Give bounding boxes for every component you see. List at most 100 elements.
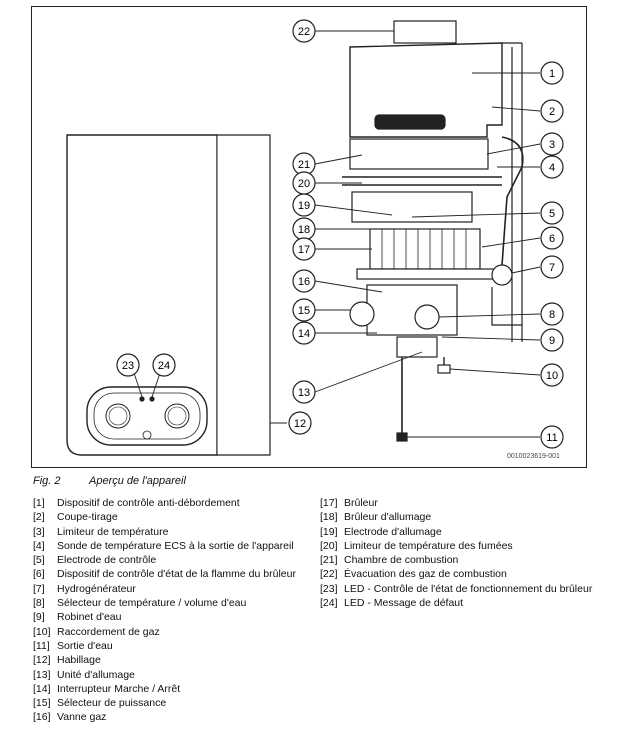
legend-text: LED - Message de défaut [344, 597, 464, 610]
legend-key: [7] [33, 582, 45, 595]
knob-left [105, 403, 131, 429]
legend-key: [9] [33, 611, 45, 624]
callout-label: 7 [549, 262, 555, 274]
legend-left-column: [1] Dispositif de contrôle anti-débordeme… [33, 496, 296, 725]
legend-text: Vanne gaz [57, 711, 107, 724]
legend-key: [1] [33, 497, 45, 509]
legend-text: Limiteur de température [57, 525, 169, 538]
legend-item: [3] Limiteur de température [33, 525, 296, 539]
legend-key: [16] [33, 711, 51, 724]
callout-label: 19 [298, 200, 310, 212]
legend-key: [5] [33, 554, 45, 567]
legend-text: Limiteur de température des fumées [344, 539, 513, 552]
legend-right-column: [17]Brûleur[18]Brûleur d'allumage[19] Ele… [320, 496, 592, 610]
legend-text: Raccordement de gaz [57, 625, 160, 638]
callout-label: 13 [298, 387, 310, 399]
callout-24: 24 [152, 353, 176, 377]
callout-label: 16 [298, 276, 310, 288]
legend-text: Brûleur d'allumage [344, 511, 432, 524]
legend-item: [12]Habillage [33, 653, 296, 667]
legend-item: [6]Dispositif de contrôle d'état de la f… [33, 567, 296, 581]
callout-label: 18 [298, 224, 310, 236]
knob-right [164, 403, 190, 429]
caption-title: Aperçu de l'appareil [89, 475, 186, 487]
legend-text: LED - Contrôle de l'état de fonctionneme… [344, 582, 593, 595]
callout-label: 3 [549, 139, 555, 151]
legend-key: [10] [33, 625, 51, 638]
legend-item: [21]Chambre de combustion [320, 553, 592, 567]
callout-3: 3 [540, 132, 564, 156]
legend-text: Dispositif de contrôle anti-débordement [57, 497, 240, 509]
legend-key: [3] [33, 525, 45, 538]
callout-label: 8 [549, 309, 555, 321]
legend-item: [20]Limiteur de température des fumées [320, 539, 592, 553]
legend-item: [18]Brûleur d'allumage [320, 510, 592, 524]
callout-2: 2 [540, 99, 564, 123]
legend-text: Habillage [57, 654, 101, 667]
legend-item: [7] Hydrogénérateur [33, 582, 296, 596]
callout-label: 5 [549, 208, 555, 220]
legend-item: [13]Unité d'allumage [33, 668, 296, 682]
callout-label: 11 [546, 432, 557, 444]
callout-label: 4 [549, 162, 555, 174]
callout-label: 14 [298, 328, 310, 340]
legend-text: Electrode d'allumage [344, 525, 442, 538]
figure-reference-code: 0010023619-001 [507, 453, 560, 460]
callout-label: 1 [549, 68, 555, 80]
callout-19: 19 [292, 193, 316, 217]
legend-item: [11]Sortie d'eau [33, 639, 296, 653]
legend-key: [11] [33, 639, 50, 652]
legend-text: Sonde de température ECS à la sortie de … [57, 539, 294, 552]
legend-item: [19] Electrode d'allumage [320, 525, 592, 539]
callout-10: 10 [540, 363, 564, 387]
legend-key: [15] [33, 697, 51, 710]
legend-key: [19] [320, 525, 338, 538]
callout-11: 11 [540, 425, 564, 449]
exhaust-outlet [393, 20, 457, 44]
callout-label: 17 [298, 244, 310, 256]
legend-item: [4]Sonde de température ECS à la sortie … [33, 539, 296, 553]
legend-item: [24] LED - Message de défaut [320, 596, 592, 610]
callout-13: 13 [292, 380, 316, 404]
caption-number: Fig. 2 [33, 475, 61, 487]
legend-item: [10] Raccordement de gaz [33, 625, 296, 639]
led-24 [149, 396, 155, 402]
control-panel [86, 386, 208, 446]
legend-item: [16] Vanne gaz [33, 710, 296, 724]
callout-8: 8 [540, 302, 564, 326]
legend-key: [23] [320, 582, 338, 595]
legend-item: [17]Brûleur [320, 496, 592, 510]
legend-item: [15]Sélecteur de puissance [33, 696, 296, 710]
legend-text: Chambre de combustion [344, 554, 459, 567]
legend-text: Interrupteur Marche / Arrêt [57, 682, 181, 695]
callout-label: 21 [298, 159, 310, 171]
hydrogenerator [491, 264, 513, 286]
legend-text: Hydrogénérateur [57, 582, 136, 595]
callout-1: 1 [540, 61, 564, 85]
callout-label: 2 [549, 106, 555, 118]
callout-label: 24 [158, 360, 170, 372]
legend-item: [2]Coupe-tirage [33, 510, 296, 524]
callout-18: 18 [292, 217, 316, 241]
callout-14: 14 [292, 321, 316, 345]
callout-22: 22 [292, 19, 316, 43]
legend-text: Brûleur [344, 497, 378, 509]
callout-16: 16 [292, 269, 316, 293]
callout-4: 4 [540, 155, 564, 179]
callout-23: 23 [116, 353, 140, 377]
legend-text: Sélecteur de température / volume d'eau [57, 597, 247, 610]
legend-text: Robinet d'eau [57, 611, 122, 624]
legend-item: [8]Sélecteur de température / volume d'e… [33, 596, 296, 610]
gas-valve [366, 284, 458, 336]
callout-7: 7 [540, 255, 564, 279]
legend-key: [2] [33, 511, 45, 524]
cover-side [217, 134, 271, 456]
combustion-chamber [349, 138, 489, 170]
legend-item: [5]Electrode de contrôle [33, 553, 296, 567]
legend-key: [24] [320, 597, 338, 610]
callout-15: 15 [292, 298, 316, 322]
legend-item: [1] Dispositif de contrôle anti-débordeme… [33, 496, 296, 510]
